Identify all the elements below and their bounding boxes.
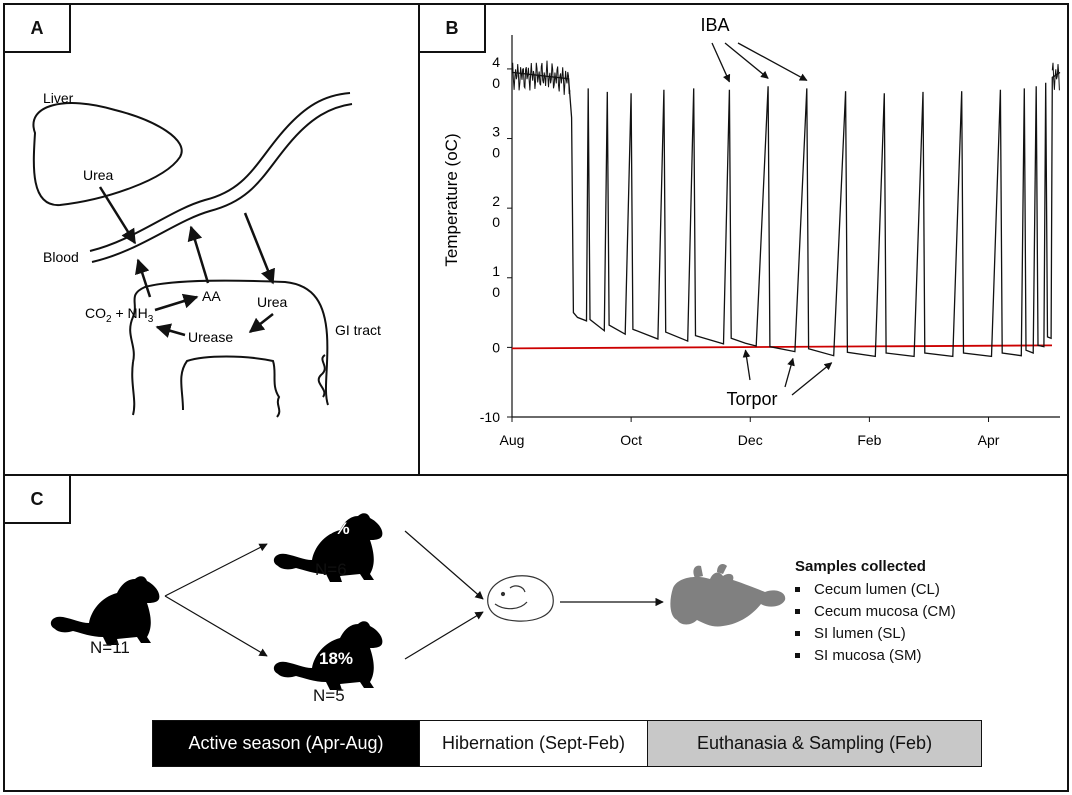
- split-to-top-arrow: [164, 543, 268, 597]
- bullet-icon: [795, 630, 800, 636]
- zero-reference-line: [511, 344, 1053, 350]
- samples-title: Samples collected: [795, 558, 926, 575]
- gi-left-wall: [131, 361, 136, 416]
- sample-item: SI lumen (SL): [795, 622, 956, 644]
- hibernating-squirrel-icon: [487, 575, 554, 622]
- liver-label: Liver: [43, 90, 74, 106]
- y-tick-label: -10: [480, 409, 500, 425]
- aa-to-blood-arrow: [187, 225, 210, 284]
- euthermic-noise-segment: [1051, 62, 1060, 91]
- timeline-euthanasia-sampling: Euthanasia & Sampling (Feb): [647, 720, 982, 767]
- torpor-arrow: [791, 362, 833, 396]
- x-tick-label: Dec: [738, 432, 763, 448]
- torpor-arrow: [742, 349, 751, 381]
- sample-item: Cecum mucosa (CM): [795, 600, 956, 622]
- iba-arrow: [711, 42, 731, 83]
- nh3-to-blood-arrow: [135, 258, 152, 298]
- experimental-design-diagram: [50, 513, 786, 690]
- urease-to-co2-arrow: [155, 323, 186, 338]
- x-tick-label: Feb: [857, 432, 881, 448]
- body-temperature-series: [511, 71, 1061, 358]
- liver-shape: [32, 102, 183, 207]
- blood-vessel-inner: [91, 103, 353, 263]
- samples-collected-list: Samples collected Cecum lumen (CL) Cecum…: [795, 558, 956, 666]
- aa-label: AA: [202, 288, 221, 304]
- bottom-to-hibernation-arrow: [404, 611, 484, 660]
- blood-label: Blood: [43, 249, 79, 265]
- total-n-label: N=11: [90, 638, 130, 657]
- urea-gi-label: Urea: [257, 294, 288, 310]
- panel-c-label: C: [5, 476, 71, 524]
- gi-tract-label: GI tract: [335, 322, 381, 338]
- urea-to-urease-arrow: [248, 313, 274, 333]
- gi-tract-wave: [317, 354, 326, 398]
- panel-a: A Liver Urea Blood CO2 + NH3 AA Urea: [3, 3, 420, 476]
- diet-9pct-label: 9%: [325, 519, 350, 538]
- blood-vessel-outer: [89, 92, 351, 252]
- blood-to-gi-urea-arrow: [243, 212, 275, 285]
- x-tick-label: Aug: [500, 432, 525, 448]
- co2-nh3-label: CO2 + NH3: [85, 305, 154, 325]
- bullet-icon: [795, 586, 800, 592]
- x-tick-label: Oct: [620, 432, 642, 448]
- y-axis-label: Temperature (oC): [442, 133, 461, 266]
- squirrel-total-icon: [50, 576, 160, 645]
- urea-liver-label: Urea: [83, 167, 114, 183]
- panel-a-label: A: [5, 5, 71, 53]
- n-bottom-label: N=5: [313, 686, 345, 705]
- bullet-icon: [795, 608, 800, 614]
- sample-item: Cecum lumen (CL): [795, 578, 956, 600]
- iba-label: IBA: [700, 15, 729, 35]
- diet-18pct-label: 18%: [319, 649, 354, 668]
- panel-b-label: B: [420, 5, 486, 53]
- iba-arrow: [724, 42, 769, 79]
- x-tick-label: Apr: [978, 432, 1000, 448]
- euthanized-squirrel-icon: [670, 564, 786, 627]
- euthermic-noise-segment: [511, 60, 571, 95]
- iba-arrow: [737, 42, 808, 81]
- y-tick-label: 0: [492, 339, 500, 355]
- urea-to-blood-arrow: [98, 186, 137, 245]
- gi-lumen: [180, 355, 281, 418]
- nh3-to-aa-arrow: [154, 293, 199, 312]
- bullet-icon: [795, 652, 800, 658]
- timeline-hibernation: Hibernation (Sept-Feb): [419, 720, 648, 767]
- gi-tract-outline: [129, 279, 329, 406]
- split-to-bottom-arrow: [164, 595, 268, 657]
- urease-label: Urease: [188, 329, 233, 345]
- top-to-hibernation-arrow: [404, 530, 484, 600]
- torpor-arrow: [784, 357, 795, 388]
- urea-nitrogen-salvage-diagram: Liver Urea Blood CO2 + NH3 AA Urea Ureas…: [32, 90, 381, 418]
- sample-item: SI mucosa (SM): [795, 644, 956, 666]
- torpor-label: Torpor: [726, 389, 777, 409]
- n-top-label: N=6: [315, 560, 347, 579]
- timeline-active-season: Active season (Apr-Aug): [152, 720, 420, 767]
